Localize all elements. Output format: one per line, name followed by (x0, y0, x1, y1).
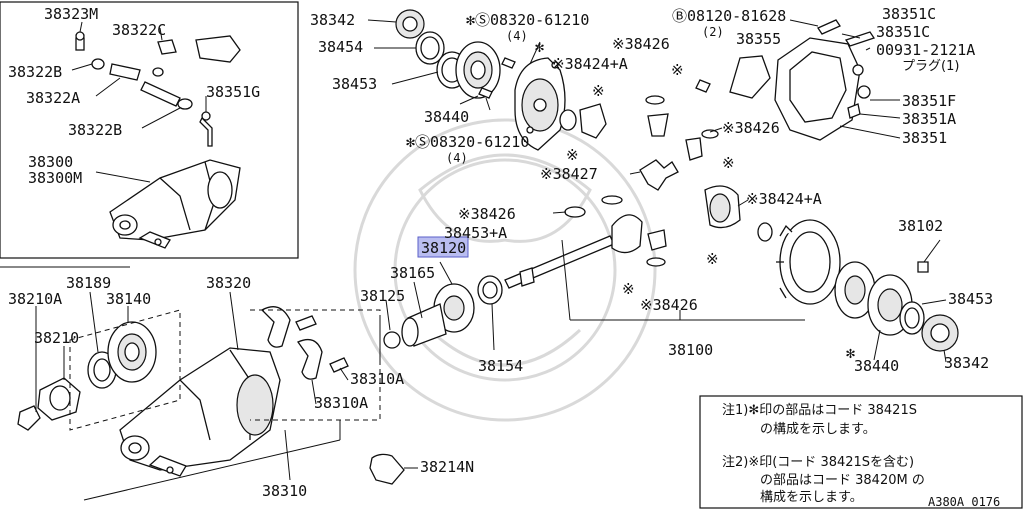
inset-frame (0, 1, 299, 259)
mark-b: ※ (671, 61, 684, 79)
label-bolt-08320-top[interactable]: ✻Ⓢ08320-61210 (466, 11, 589, 29)
note-1-line-1: 注1)✻印の部品はコード 38421S (722, 403, 917, 418)
label-38322A[interactable]: 38322A (26, 89, 80, 107)
label-38310A-a[interactable]: 38310A (350, 370, 404, 388)
label-38440-right[interactable]: 38440 (854, 357, 899, 375)
label-38355[interactable]: 38355 (736, 30, 781, 48)
label-bolt-08320-top-qty: (4) (506, 29, 528, 43)
label-38426-a[interactable]: ※38426 (612, 35, 670, 53)
label-38424A-top[interactable]: ※38424+A (552, 55, 628, 73)
mark-f: ※ (622, 280, 635, 298)
label-38351C-a[interactable]: 38351C (882, 5, 936, 23)
label-38322B[interactable]: 38322B (8, 63, 62, 81)
ring-gear (776, 219, 841, 305)
label-38323M[interactable]: 38323M (44, 5, 98, 23)
label-star-top: ✻ (535, 38, 544, 56)
label-38165[interactable]: 38165 (390, 264, 435, 282)
label-38120[interactable]: 38120 (421, 239, 466, 257)
inset-leaders (71, 21, 207, 183)
label-plug-00931[interactable]: 00931-2121A (876, 41, 975, 59)
label-38454[interactable]: 38454 (318, 38, 363, 56)
diff-case (478, 57, 566, 151)
label-bolt-08320-mid[interactable]: ✻Ⓢ08320-61210 (406, 133, 529, 151)
label-38453-right[interactable]: 38453 (948, 290, 993, 308)
label-38189[interactable]: 38189 (66, 274, 111, 292)
label-38440-top[interactable]: 38440 (424, 108, 469, 126)
label-38310[interactable]: 38310 (262, 482, 307, 500)
note-2-line-2: の部品はコード 38420M の (760, 473, 925, 488)
inset-parts (75, 31, 241, 249)
label-38342-top[interactable]: 38342 (310, 11, 355, 29)
pinion-bearings (383, 275, 503, 349)
watermark (353, 118, 657, 422)
right-bearings (834, 261, 959, 352)
label-38351G[interactable]: 38351G (206, 83, 260, 101)
label-38351F[interactable]: 38351F (902, 92, 956, 110)
label-38310A-b[interactable]: 38310A (314, 394, 368, 412)
label-38427[interactable]: ※38427 (540, 165, 598, 183)
label-38320[interactable]: 38320 (206, 274, 251, 292)
label-38342-right[interactable]: 38342 (944, 354, 989, 372)
label-38140[interactable]: 38140 (106, 290, 151, 308)
figure-code: A380A 0176 (928, 495, 1000, 509)
mark-a: ※ (592, 82, 605, 100)
pinion-mate (601, 159, 773, 242)
label-38214N[interactable]: 38214N (420, 458, 474, 476)
bracket-dashed-box (250, 309, 381, 421)
label-38210[interactable]: 38210 (34, 329, 79, 347)
label-star-right: ✻ (846, 344, 855, 362)
companion-flange-group (17, 321, 157, 431)
label-38125[interactable]: 38125 (360, 287, 405, 305)
side-gears (559, 95, 719, 161)
label-38426-c[interactable]: ※38426 (458, 205, 516, 223)
label-38100[interactable]: 38100 (668, 341, 713, 359)
part-labels: 38323M 38322C 38322B 38322A 38322B 38351… (8, 5, 993, 500)
label-bolt-08320-mid-qty: (4) (446, 151, 468, 165)
label-38322B-second[interactable]: 38322B (68, 121, 122, 139)
label-38351[interactable]: 38351 (902, 129, 947, 147)
note-1-line-2: の構成を示します。 (760, 422, 876, 437)
label-38426-d[interactable]: ※38426 (640, 296, 698, 314)
label-38453-top[interactable]: 38453 (332, 75, 377, 93)
label-38351A[interactable]: 38351A (902, 110, 956, 128)
note-2-line-3: 構成を示します。 (760, 490, 863, 505)
label-38154[interactable]: 38154 (478, 357, 523, 375)
top-bearings (395, 9, 501, 99)
leader-lines (35, 19, 947, 501)
label-plug-name: プラグ(1) (902, 59, 959, 74)
label-38351C-b[interactable]: 38351C (876, 23, 930, 41)
label-38322C[interactable]: 38322C (112, 21, 166, 39)
notes-frame (699, 395, 1023, 509)
selected-part-highlight (417, 236, 469, 258)
flange-dashed-box (69, 309, 181, 431)
label-bolt-08120[interactable]: Ⓑ08120-81628 (672, 7, 786, 25)
notes: 注1)✻印の部品はコード 38421S の構成を示します。 注2)※印(コード … (722, 403, 925, 505)
note-2-line-1: 注2)※印(コード 38421Sを含む) (722, 454, 914, 470)
label-38210A[interactable]: 38210A (8, 290, 62, 308)
label-38453A[interactable]: 38453+A (444, 224, 507, 242)
label-38102[interactable]: 38102 (898, 217, 943, 235)
rear-cover (695, 19, 876, 141)
mark-c: ※ (566, 146, 579, 164)
label-bolt-08120-qty: (2) (702, 25, 724, 39)
label-38300M[interactable]: 38300M (28, 169, 82, 187)
label-38300[interactable]: 38300 (28, 153, 73, 171)
label-38426-b[interactable]: ※38426 (722, 119, 780, 137)
mark-d: ※ (722, 154, 735, 172)
mark-e: ※ (706, 250, 719, 268)
label-38424A-mid[interactable]: ※38424+A (746, 190, 822, 208)
drive-pinion (504, 206, 667, 289)
mount-brackets (260, 306, 405, 485)
